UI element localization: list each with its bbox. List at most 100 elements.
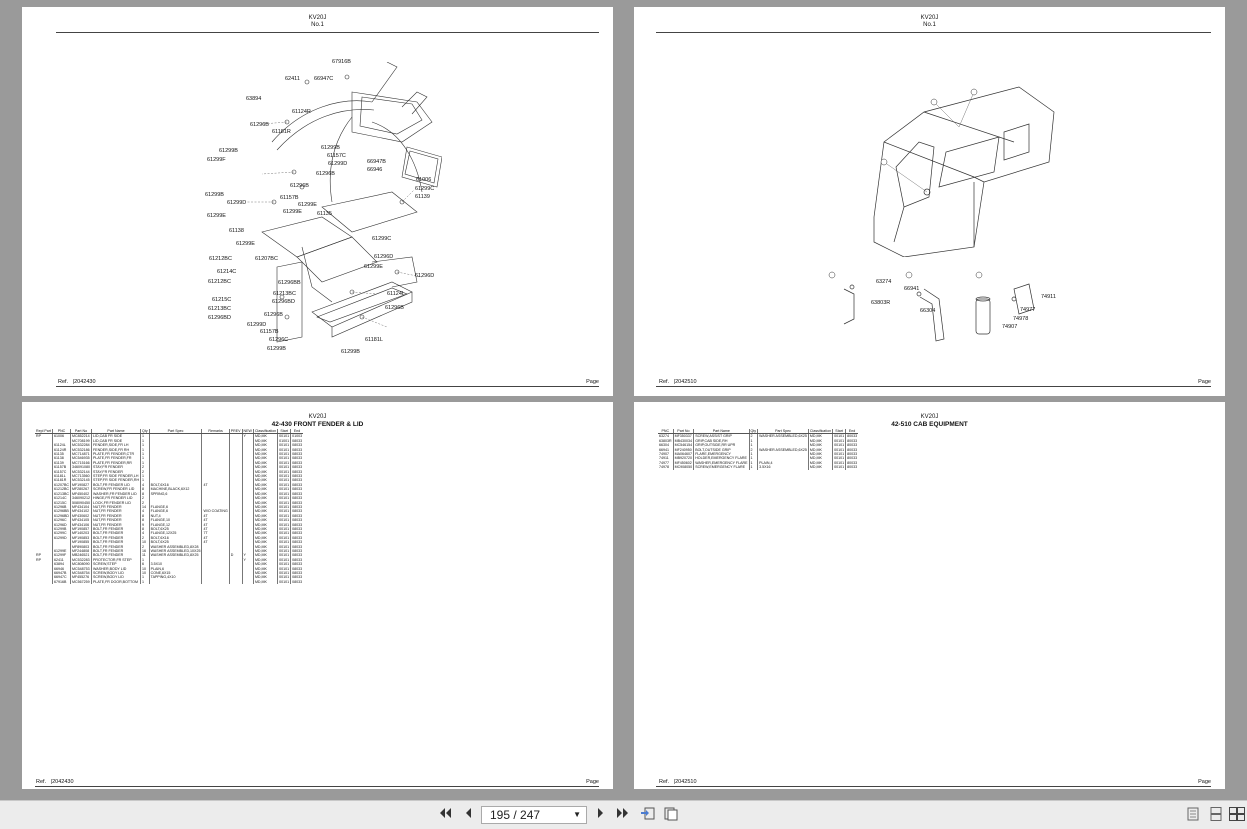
column-header: Part Name xyxy=(693,429,750,435)
callout: 61296B xyxy=(385,305,404,311)
callout: 61139 xyxy=(415,194,430,200)
table-cell xyxy=(201,548,230,554)
table-cell: 508090450 xyxy=(69,500,92,505)
table-cell: MC852214 xyxy=(69,433,92,439)
table-cell: MD,MK xyxy=(252,460,278,466)
table-cell: PROTECTOR,FR STEP xyxy=(90,557,141,563)
table-cell xyxy=(148,557,202,563)
page-back-icon[interactable] xyxy=(639,807,657,823)
single-page-view-icon[interactable] xyxy=(1184,807,1202,823)
table-cell: 00101 xyxy=(832,465,846,470)
next-page-icon[interactable] xyxy=(592,807,610,823)
table-cell xyxy=(228,575,243,580)
table-cell: 00101 xyxy=(277,482,291,488)
table-cell: MD,MK xyxy=(807,447,833,453)
table-cell: 00101 xyxy=(277,491,291,497)
page-number-select[interactable]: 195 / 247 ▼ xyxy=(481,806,587,824)
table-cell: MD,MK xyxy=(252,518,278,523)
table-cell: MC546154 xyxy=(672,443,694,448)
table-cell: MD,MK xyxy=(252,504,278,510)
two-page-view-icon[interactable] xyxy=(1228,807,1246,823)
table-cell xyxy=(241,531,254,536)
table-cell: FLANGE,12X25 xyxy=(148,531,202,536)
table-cell xyxy=(757,456,809,461)
table-cell: MD,MK xyxy=(252,482,278,488)
table-cell: 1 xyxy=(140,443,150,448)
table-cell: Y xyxy=(241,433,254,439)
table-cell: MC548754 xyxy=(69,571,92,576)
table-cell: MD,MK xyxy=(252,509,278,514)
table-cell xyxy=(241,447,254,453)
table-cell xyxy=(241,575,254,580)
table-cell: MF430602 xyxy=(69,513,92,519)
table-cell: NUT,FR FENDER xyxy=(90,509,141,514)
last-page-icon[interactable] xyxy=(614,807,632,823)
table-cell xyxy=(228,496,243,501)
table-cell: 00101 xyxy=(277,465,291,470)
table-cell: 00101 xyxy=(277,562,291,567)
table-cell: 08033 xyxy=(290,540,304,545)
column-header: Start xyxy=(277,429,291,435)
table-cell: MD,MK xyxy=(807,443,833,448)
table-cell: BOLT,FR FENDER xyxy=(90,540,141,545)
table-cell: MF280267 xyxy=(69,487,92,492)
table-cell: MD,MK xyxy=(252,487,278,492)
callout: 61299E xyxy=(207,213,226,219)
table-cell: MC532283 xyxy=(69,557,92,563)
callout: 61299E xyxy=(236,241,255,247)
table-cell: SPRING,6 xyxy=(148,491,202,497)
table-cell: 00101 xyxy=(832,438,846,444)
table-cell: MC808090 xyxy=(69,562,92,567)
table-cell: MC532145 xyxy=(69,478,92,483)
table-cell: MF190853 xyxy=(69,535,92,541)
model-label: KV20J xyxy=(920,15,939,21)
table-cell: 61214C xyxy=(51,496,71,501)
first-page-icon[interactable] xyxy=(436,807,454,823)
table-cell: MD,MK xyxy=(252,531,278,536)
callout: 61296D xyxy=(415,273,435,279)
table-cell xyxy=(228,579,243,585)
table-cell xyxy=(241,438,254,444)
table-cell: 61299E xyxy=(51,548,71,554)
table-cell xyxy=(228,465,243,470)
table-cell: GRIP,CAB SIDE,RH xyxy=(693,438,750,444)
table-cell: TAPPING,4X10 xyxy=(148,575,202,580)
table-cell: 2 xyxy=(140,465,150,470)
table-cell: 08033 xyxy=(290,571,304,576)
table-cell: 08033 xyxy=(290,500,304,505)
page-forward-icon[interactable] xyxy=(662,807,680,823)
callout: 62411 xyxy=(285,76,300,82)
continuous-view-icon[interactable] xyxy=(1207,807,1225,823)
table-cell xyxy=(241,456,254,461)
prev-page-icon[interactable] xyxy=(459,807,477,823)
column-header: Repl Part xyxy=(35,429,53,435)
table-cell: 8 xyxy=(140,513,150,519)
ref-label: Ref. xyxy=(36,779,47,785)
table-cell xyxy=(201,504,230,510)
ref-code: 2042510 xyxy=(675,779,697,785)
table-cell: 00101 xyxy=(277,553,291,558)
table-cell xyxy=(241,518,254,523)
table-cell: MD,MK xyxy=(252,522,278,527)
table-cell: 2 xyxy=(140,500,150,505)
table-cell: GRIP,OUTSIDE,RR UPR xyxy=(693,443,750,448)
table-cell: 11 xyxy=(140,553,150,558)
table-cell: 00101 xyxy=(277,579,291,585)
table-cell: 00101 xyxy=(277,487,291,492)
table-cell: NUT,FR FENDER xyxy=(90,518,141,523)
table-cell: MD,MK xyxy=(252,465,278,470)
table-cell: 3.5X16 xyxy=(757,465,809,470)
table-cell: 66304 xyxy=(659,443,669,448)
table-cell: 80033 xyxy=(845,438,859,444)
table-cell: PLATE,FR FENDER,FR xyxy=(90,456,141,461)
table-cell: 00101 xyxy=(277,460,291,466)
callout: 61296BB xyxy=(278,280,301,286)
table-cell: 10 xyxy=(140,540,150,545)
table-cell: MB246521 xyxy=(69,553,92,558)
